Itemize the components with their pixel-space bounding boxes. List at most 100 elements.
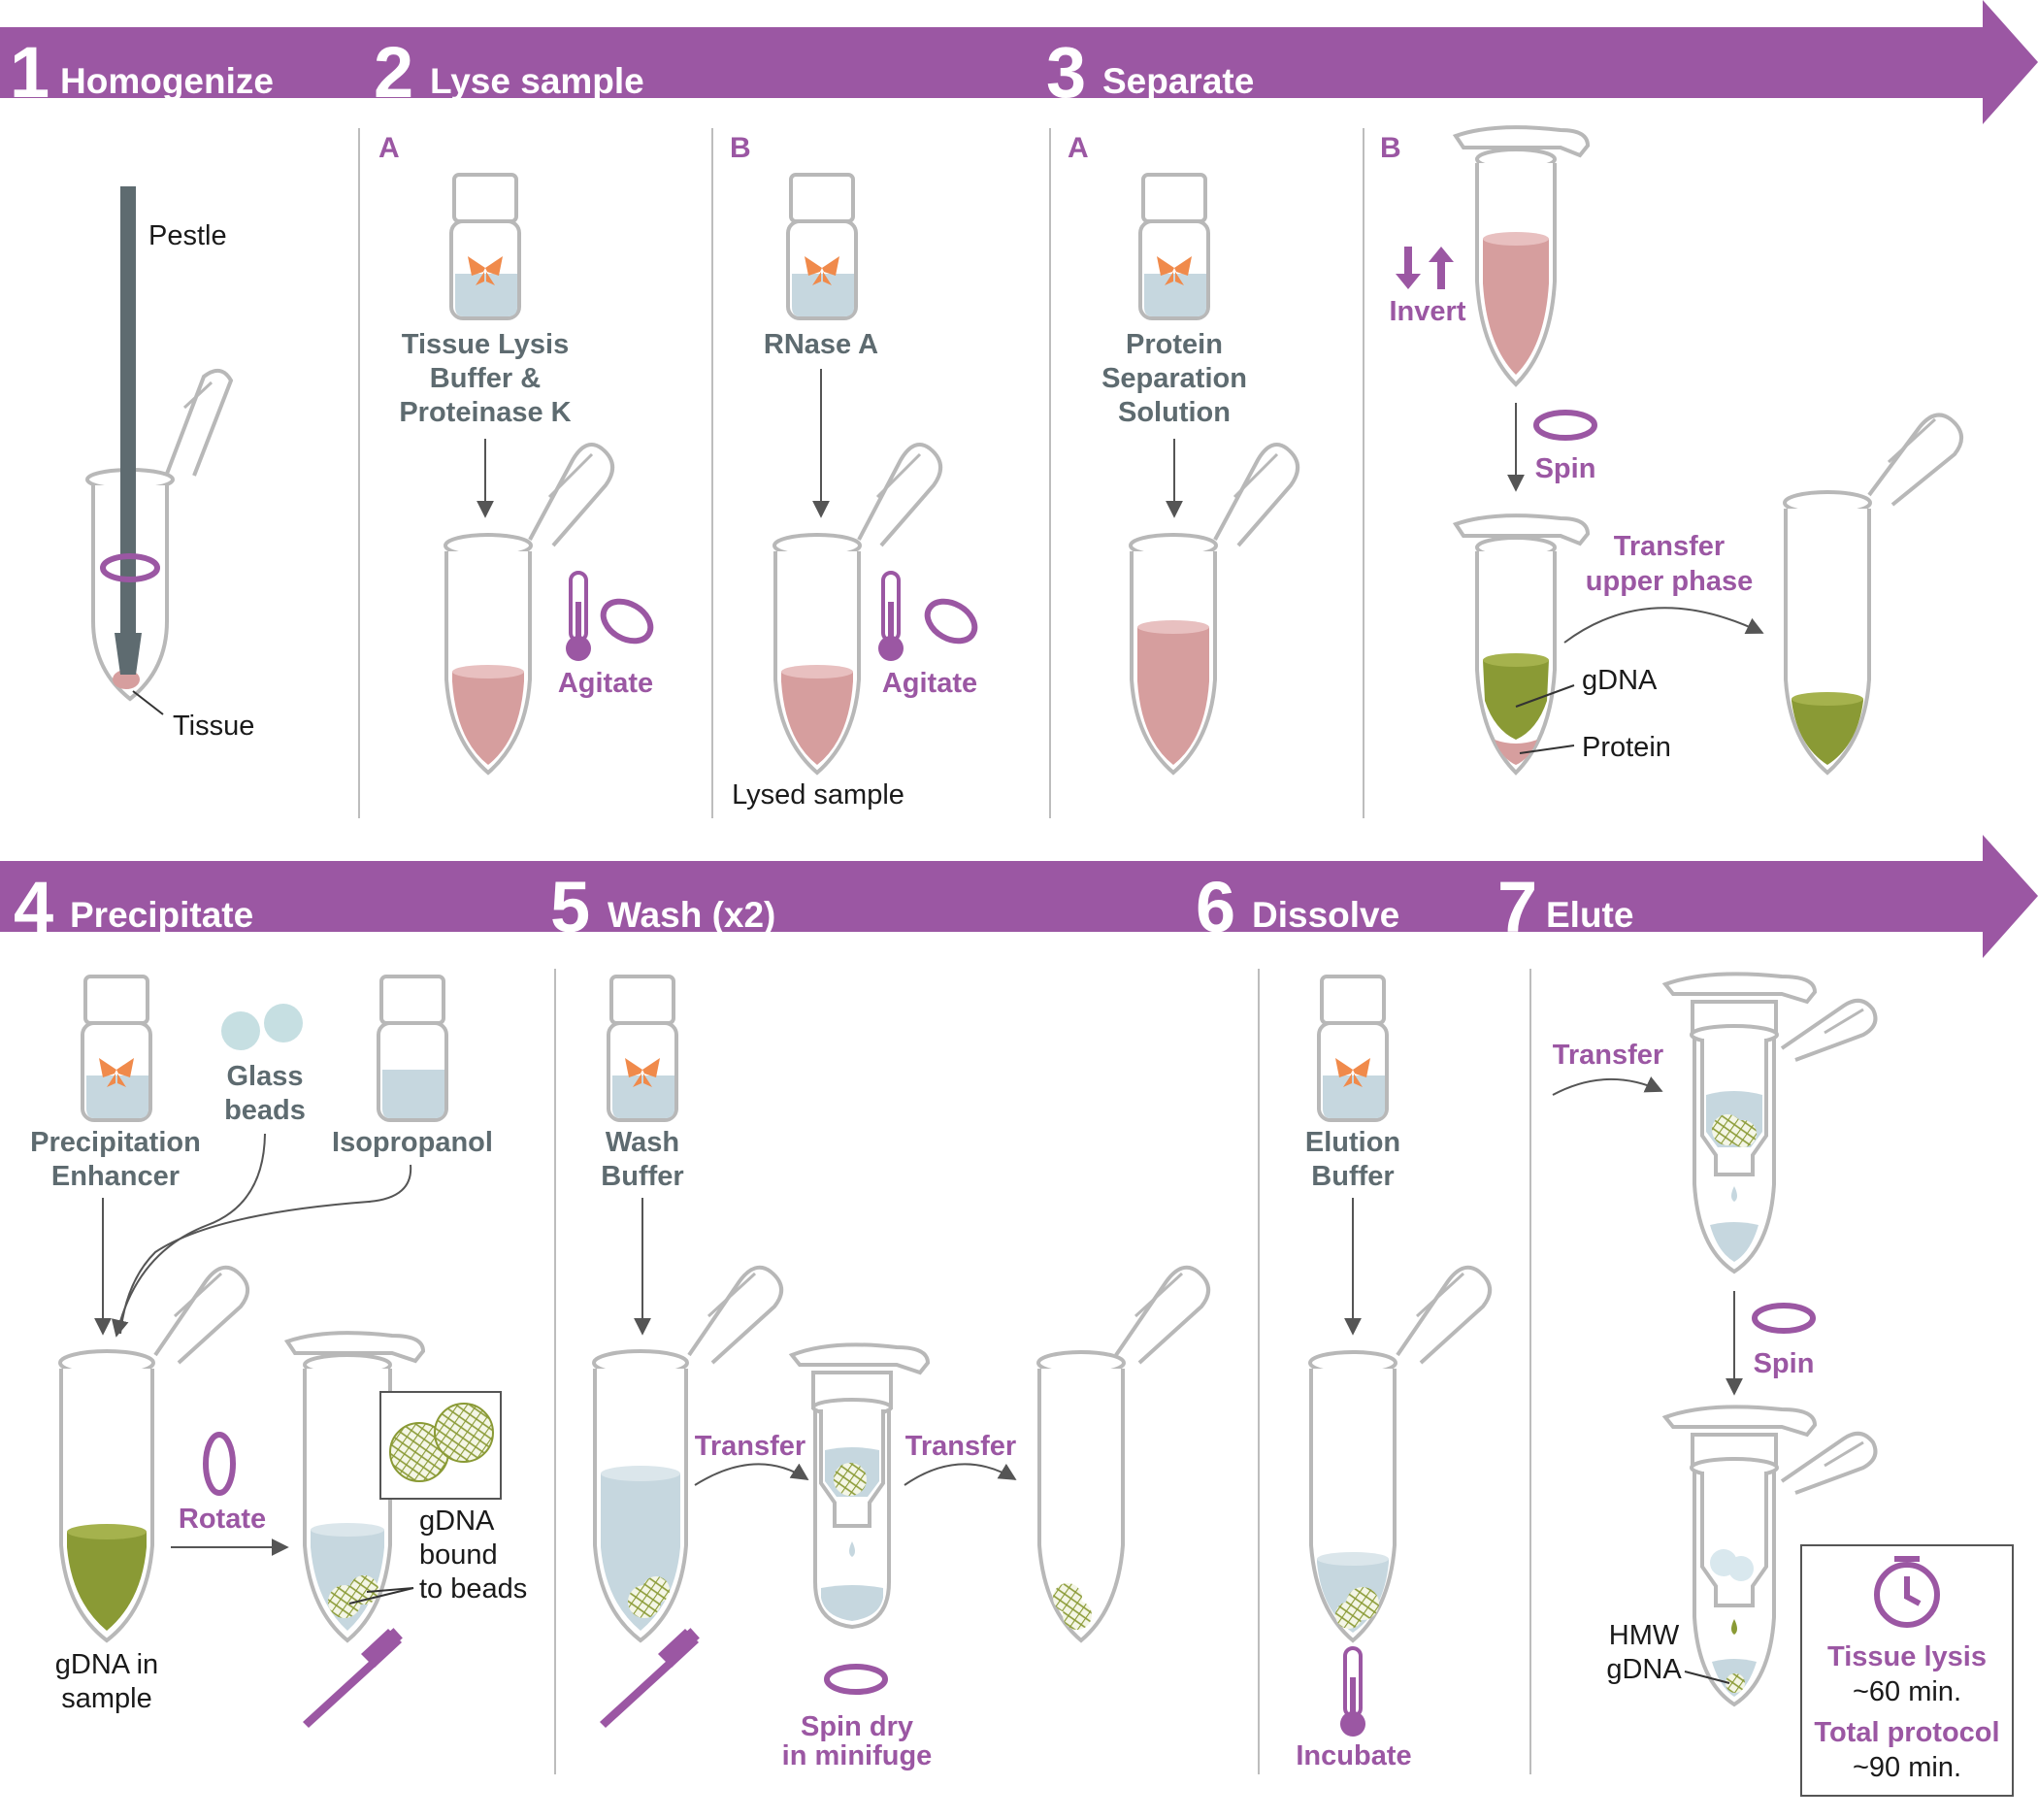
protein-leader-line [1519,745,1575,754]
hmw-label-2: gDNA [1606,1654,1682,1685]
transfer-arrow [694,1463,809,1486]
spin-dry-label-1: Spin dry [801,1711,913,1742]
protein-solution-label-2: Separation [1101,363,1247,394]
agitate-label-a: Agitate [558,668,653,699]
agitate-icon [924,598,978,645]
precipitation-label-1: Precipitation [30,1127,201,1158]
beads-tube [283,1331,426,1643]
step-7-number: 7 [1497,867,1537,947]
transfer-label-5a: Transfer [695,1431,805,1462]
separation-tube [1129,443,1299,776]
invert-label: Invert [1390,296,1466,327]
step-7-name: Elute [1546,895,1633,935]
bound-leader-line [366,1587,414,1593]
elution-buffer-bottle [1317,975,1389,1122]
hmw-label-1: HMW [1609,1620,1680,1651]
invert-tube [1452,125,1591,387]
step-1-name: Homogenize [60,61,274,101]
isopropanol-arrow [119,1164,412,1335]
substep-2a-label: A [378,132,400,164]
step-6-name: Dissolve [1252,895,1399,935]
rnase-label: RNase A [764,329,878,360]
pipette-icon [600,1628,700,1728]
elute-column-tube [1661,972,1878,1274]
lysed-tube [772,443,942,776]
spin-icon [824,1664,888,1695]
beads-inset [379,1391,502,1500]
isopropanol-label: Isopropanol [332,1127,493,1158]
butterfly-icon [468,256,503,285]
wash-buffer-bottle [607,975,678,1122]
elution-buffer-label-2: Buffer [1311,1161,1394,1192]
thermometer-icon [566,571,591,661]
butterfly-icon [1157,256,1192,285]
transfer-upper-label-1: Transfer [1614,531,1725,562]
total-protocol-time: ~90 min. [1853,1752,1961,1783]
gdna-in-sample-label-1: gDNA in [55,1649,158,1680]
precipitation-enhancer-bottle [81,975,152,1122]
lysis-tube [444,443,614,776]
elute-final-tube [1661,1405,1878,1707]
butterfly-icon [1335,1058,1370,1087]
step-3-name: Separate [1102,61,1254,101]
invert-icon [1396,247,1454,289]
butterfly-icon [805,256,839,285]
top-banner [0,0,2038,124]
lysis-buffer-label-3: Proteinase K [399,397,571,428]
tissue-lysis-label: Tissue lysis [1827,1641,1987,1672]
transfer-arrow [904,1463,1017,1486]
substep-2b-label: B [730,132,751,164]
elution-buffer-label-1: Elution [1305,1127,1400,1158]
panel-dividers [358,128,1531,1774]
spin-label-7: Spin [1754,1348,1815,1379]
pestle [115,186,142,675]
sample-tube [58,1265,249,1643]
agitate-icon [600,598,654,645]
tissue-lysis-time: ~60 min. [1853,1676,1961,1707]
pestle-label: Pestle [148,220,227,251]
agitate-label-b: Agitate [882,668,977,699]
lysis-buffer-bottle [449,173,521,320]
tissue-label: Tissue [173,711,254,742]
step-5-number: 5 [550,867,590,947]
twist-icon [100,553,160,582]
transfer-upper-label-2: upper phase [1586,566,1753,597]
wash-buffer-label-1: Wash [606,1127,679,1158]
rotate-label: Rotate [179,1504,266,1535]
substep-3b-label: B [1380,132,1401,164]
transfer-arrow [1552,1076,1663,1096]
protein-solution-bottle [1138,173,1210,320]
glass-beads-icon [221,1004,303,1050]
substep-3a-label: A [1068,132,1089,164]
transfer-label-5b: Transfer [905,1431,1016,1462]
step-6-number: 6 [1196,867,1235,947]
lysed-sample-label: Lysed sample [732,779,904,811]
spin-label-3b: Spin [1535,453,1596,484]
incubate-label: Incubate [1296,1740,1411,1771]
transfer-arrow [1563,607,1764,644]
step-1-number: 1 [10,32,49,113]
gdna-in-sample-label-2: sample [61,1683,152,1714]
transfer-label-7: Transfer [1553,1040,1663,1071]
wash-buffer-label-2: Buffer [601,1161,683,1192]
butterfly-icon [625,1058,660,1087]
spin-icon [1533,410,1597,441]
timing-box [1800,1544,2014,1797]
gdna-tube [1783,413,1963,776]
lysis-buffer-label-2: Buffer & [430,363,541,394]
protein-label: Protein [1582,732,1671,763]
spin-icon [1752,1303,1816,1334]
bottom-banner [0,835,2038,958]
bound-label-3: to beads [419,1573,527,1605]
step-2-name: Lyse sample [430,61,644,101]
glass-beads-label-1: Glass [227,1061,304,1092]
total-protocol-label: Total protocol [1814,1717,1999,1748]
lysis-buffer-label-1: Tissue Lysis [402,329,570,360]
protein-solution-label-1: Protein [1126,329,1223,360]
thermometer-icon [878,571,904,661]
phase-tube [1452,513,1591,776]
glass-beads-arrow [111,1133,266,1338]
column-tube [788,1342,931,1630]
butterfly-icon [99,1058,134,1087]
